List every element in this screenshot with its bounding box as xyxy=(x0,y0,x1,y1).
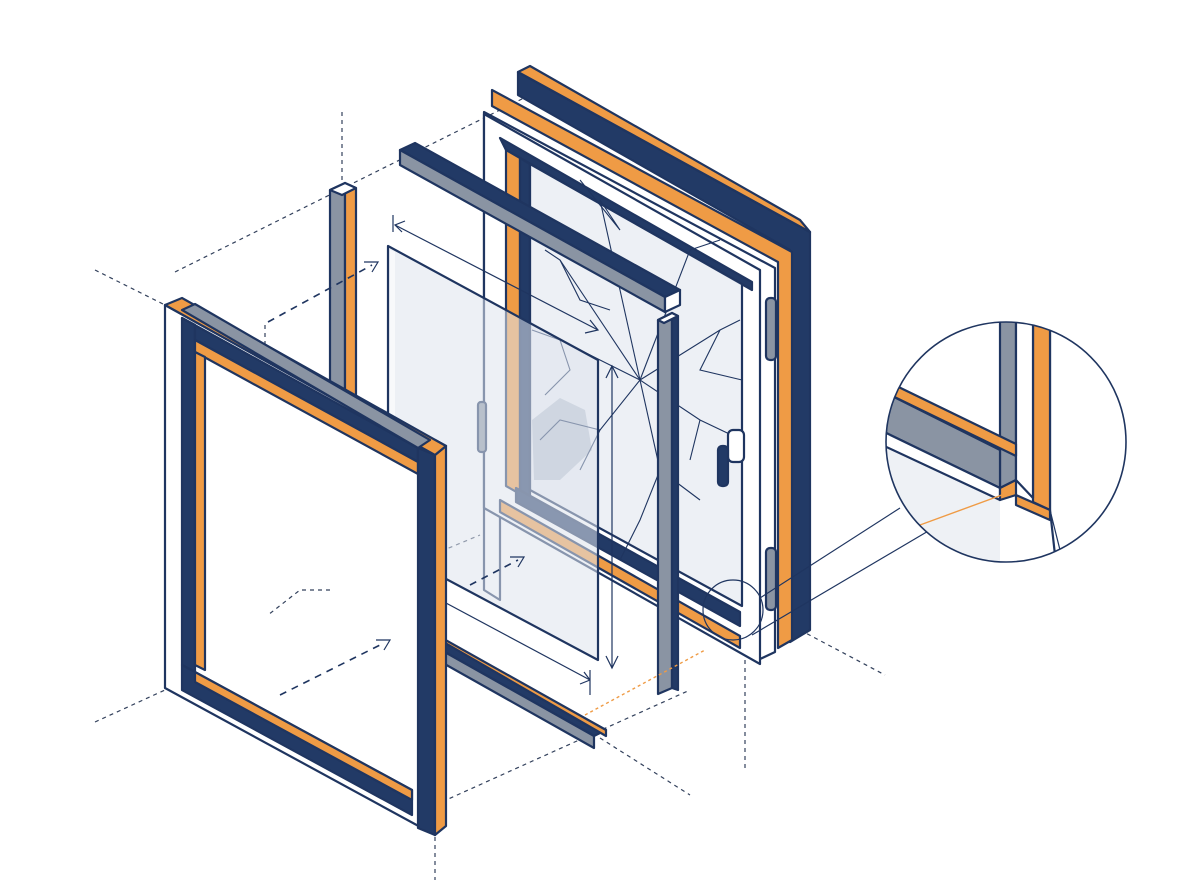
front-glazing-bead-right xyxy=(656,311,680,696)
outer-frame xyxy=(163,296,448,837)
top-glazing-bead xyxy=(398,141,682,314)
sash-handle-icon xyxy=(716,428,746,488)
detail-magnifier xyxy=(702,321,1127,641)
assembly-arrows xyxy=(267,261,526,696)
hinge-icon xyxy=(764,296,778,362)
hinge-icon xyxy=(764,546,778,612)
leader-line xyxy=(584,649,706,716)
